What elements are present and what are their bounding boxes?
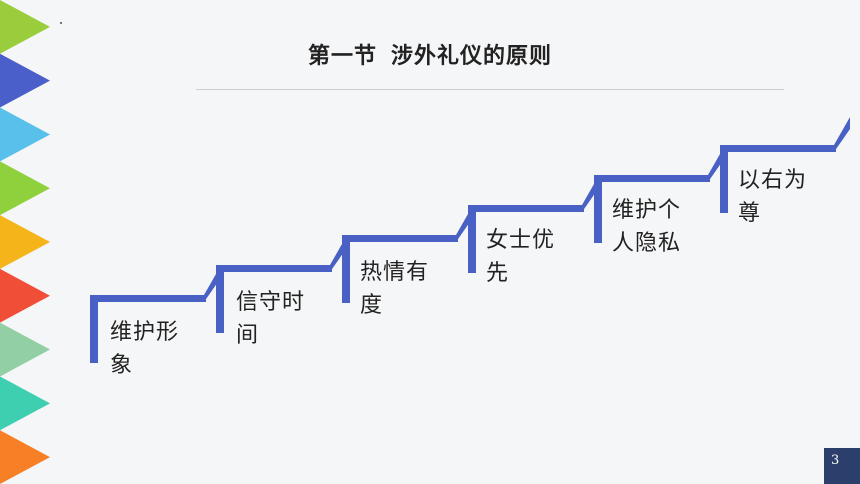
step-label-line: 人隐私	[612, 231, 682, 256]
step-top-bar	[720, 145, 836, 152]
step-top-bar	[216, 265, 332, 272]
step-label-line: 维护形	[110, 320, 180, 345]
side-triangle	[0, 215, 50, 269]
step-label-line: 维护个	[612, 198, 682, 223]
slide-title-text: 涉外礼仪的原则	[391, 44, 553, 69]
step-label-right-honor: 以右为 尊	[738, 164, 807, 230]
page-number-badge: 3	[824, 448, 860, 484]
step-label-line: 女士优	[486, 228, 556, 253]
step-label-line: 度	[360, 293, 384, 318]
title-divider	[196, 89, 784, 90]
slide-title: 第一节涉外礼仪的原则	[0, 38, 860, 70]
step-left-bar	[720, 145, 728, 213]
step-label-privacy: 维护个 人隐私	[612, 194, 681, 260]
step-label-punctuality: 信守时 间	[236, 286, 305, 352]
side-triangle	[0, 376, 50, 431]
side-triangle-strip	[0, 0, 50, 484]
staircase-shapes	[90, 117, 850, 363]
side-triangle	[0, 322, 50, 377]
step-label-line: 间	[236, 323, 260, 348]
step-rise-tab	[834, 117, 850, 152]
side-triangle	[0, 107, 50, 162]
step-left-bar	[90, 295, 98, 363]
side-triangle	[0, 0, 50, 54]
side-triangle	[0, 53, 50, 108]
corner-dot	[60, 22, 62, 24]
step-label-moderate-warmth: 热情有 度	[360, 256, 429, 322]
side-triangle	[0, 430, 50, 484]
step-label-line: 以右为	[738, 168, 808, 193]
step-top-bar	[468, 205, 584, 212]
step-left-bar	[594, 175, 602, 243]
step-label-line: 先	[486, 261, 510, 286]
step-label-line: 尊	[738, 201, 762, 226]
step-left-bar	[342, 235, 350, 303]
slide-title-section: 第一节	[307, 44, 377, 69]
step-left-bar	[216, 265, 224, 333]
step-label-ladies-first: 女士优 先	[486, 224, 555, 290]
page-number: 3	[831, 453, 840, 468]
side-triangle	[0, 161, 50, 216]
step-top-bar	[594, 175, 710, 182]
step-label-line: 热情有	[360, 260, 430, 285]
step-top-bar	[342, 235, 458, 242]
side-triangle	[0, 268, 50, 323]
step-label-line: 信守时	[236, 290, 306, 315]
step-left-bar	[468, 205, 476, 273]
step-top-bar	[90, 295, 206, 302]
step-label-line: 象	[110, 353, 134, 378]
step-label-maintain-image: 维护形 象	[110, 316, 179, 382]
